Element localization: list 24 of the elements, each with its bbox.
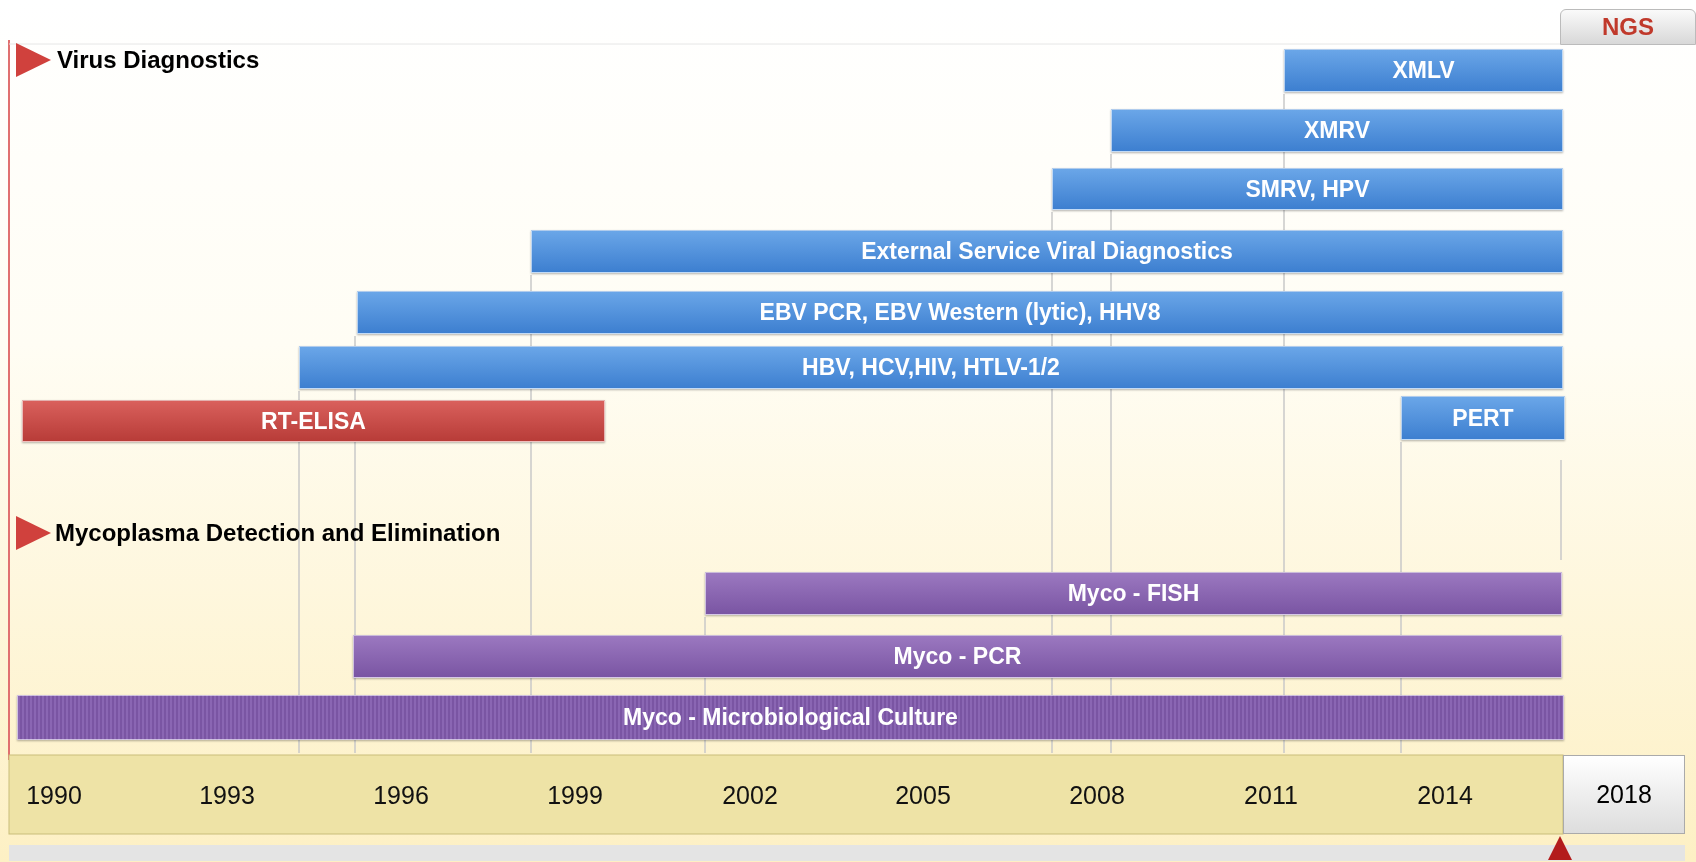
- year-label: 1993: [199, 780, 255, 810]
- timeline-bar: Myco - FISH: [705, 572, 1562, 615]
- year-label: 2005: [895, 780, 951, 810]
- timeline-bar: EBV PCR, EBV Western (lytic), HHV8: [357, 291, 1563, 334]
- year-label: 2008: [1069, 780, 1125, 810]
- section-heading: Virus Diagnostics: [57, 46, 260, 74]
- tab-label: NGS: [1560, 9, 1696, 45]
- timeline-bar: XMRV: [1111, 109, 1563, 152]
- year-label: 1999: [547, 780, 603, 810]
- year-label: 2011: [1244, 780, 1298, 810]
- timeline-bar: Myco - Microbiological Culture: [17, 695, 1564, 740]
- timeline-bar: SMRV, HPV: [1052, 168, 1563, 210]
- year-box: 2018: [1563, 755, 1685, 834]
- year-label: 2014: [1417, 780, 1473, 810]
- year-label: 1996: [373, 780, 429, 810]
- section-heading: Mycoplasma Detection and Elimination: [55, 519, 501, 547]
- timeline-bar: HBV, HCV,HIV, HTLV-1/2: [299, 346, 1563, 389]
- timeline-bar: Myco - PCR: [353, 635, 1562, 678]
- timeline-bar: RT-ELISA: [22, 400, 605, 442]
- timeline-bar: External Service Viral Diagnostics: [531, 230, 1563, 273]
- year-label: 1990: [26, 780, 82, 810]
- timeline-bar: XMLV: [1284, 49, 1563, 92]
- year-label: 2002: [722, 780, 778, 810]
- timeline-bar: PERT: [1401, 396, 1565, 440]
